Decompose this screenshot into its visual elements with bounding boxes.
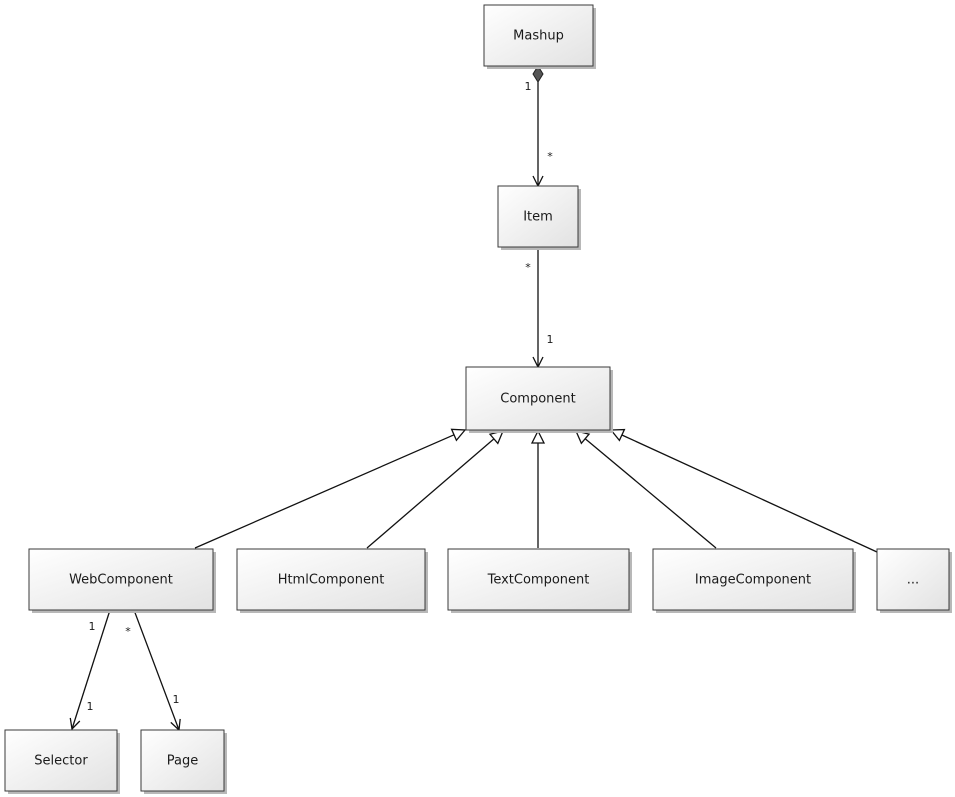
target-multiplicity: 1 <box>547 333 554 346</box>
class-webcomponent: WebComponent <box>28 548 216 613</box>
class-item: Item <box>497 185 581 250</box>
class-label: ImageComponent <box>695 573 811 588</box>
edge-web-selector: 11 <box>69 609 111 731</box>
class-htmlcomponent: HtmlComponent <box>236 548 428 613</box>
class-box <box>4 729 118 792</box>
edge-line <box>71 609 111 730</box>
class-box <box>465 366 611 431</box>
class-mashup: Mashup <box>483 4 596 69</box>
class-box <box>483 4 594 67</box>
edge-line <box>194 434 455 549</box>
class-label: Mashup <box>513 29 564 44</box>
edge-web-component <box>194 428 467 549</box>
edge-web-page: *1 <box>125 609 181 732</box>
edge-line <box>621 434 878 553</box>
source-multiplicity: 1 <box>89 620 96 633</box>
class-label: Selector <box>34 754 88 769</box>
class-box <box>876 548 950 611</box>
class-textcomponent: TextComponent <box>447 548 632 613</box>
class-box <box>140 729 225 792</box>
class-component: Component <box>465 366 613 433</box>
target-multiplicity: 1 <box>87 700 94 713</box>
target-multiplicity: * <box>547 150 553 163</box>
class-imagecomponent: ImageComponent <box>652 548 856 613</box>
generalization-arrowhead <box>450 428 467 442</box>
edge-line <box>133 609 180 731</box>
generalization-arrowhead <box>609 428 626 442</box>
class-box <box>447 548 630 611</box>
class-label: HtmlComponent <box>278 573 385 588</box>
composition-diamond <box>532 65 544 83</box>
class-label: Page <box>167 754 198 769</box>
class-box <box>652 548 854 611</box>
class-selector: Selector <box>4 729 120 794</box>
edge-image-component <box>574 430 717 549</box>
class-label: WebComponent <box>69 573 173 588</box>
generalization-arrowhead <box>530 429 546 444</box>
edge-html-component <box>366 430 505 549</box>
target-multiplicity: 1 <box>173 693 180 706</box>
edge-more-component <box>609 428 878 553</box>
class-label: Component <box>500 392 575 407</box>
edge-mashup-item: 1* <box>525 65 553 188</box>
edge-line <box>584 438 717 549</box>
source-multiplicity: * <box>525 261 531 274</box>
edge-line <box>366 438 495 549</box>
source-multiplicity: * <box>125 625 131 638</box>
class-box <box>497 185 579 248</box>
edge-text-component <box>530 429 546 548</box>
source-multiplicity: 1 <box>525 80 532 93</box>
class-label: ... <box>907 573 919 588</box>
class-more: ... <box>876 548 952 613</box>
navigable-arrowhead <box>69 717 81 731</box>
edge-item-component: *1 <box>525 247 554 369</box>
class-box <box>236 548 426 611</box>
class-box <box>28 548 214 611</box>
class-page: Page <box>140 729 227 794</box>
class-label: Item <box>523 210 553 225</box>
class-label: TextComponent <box>487 573 590 588</box>
